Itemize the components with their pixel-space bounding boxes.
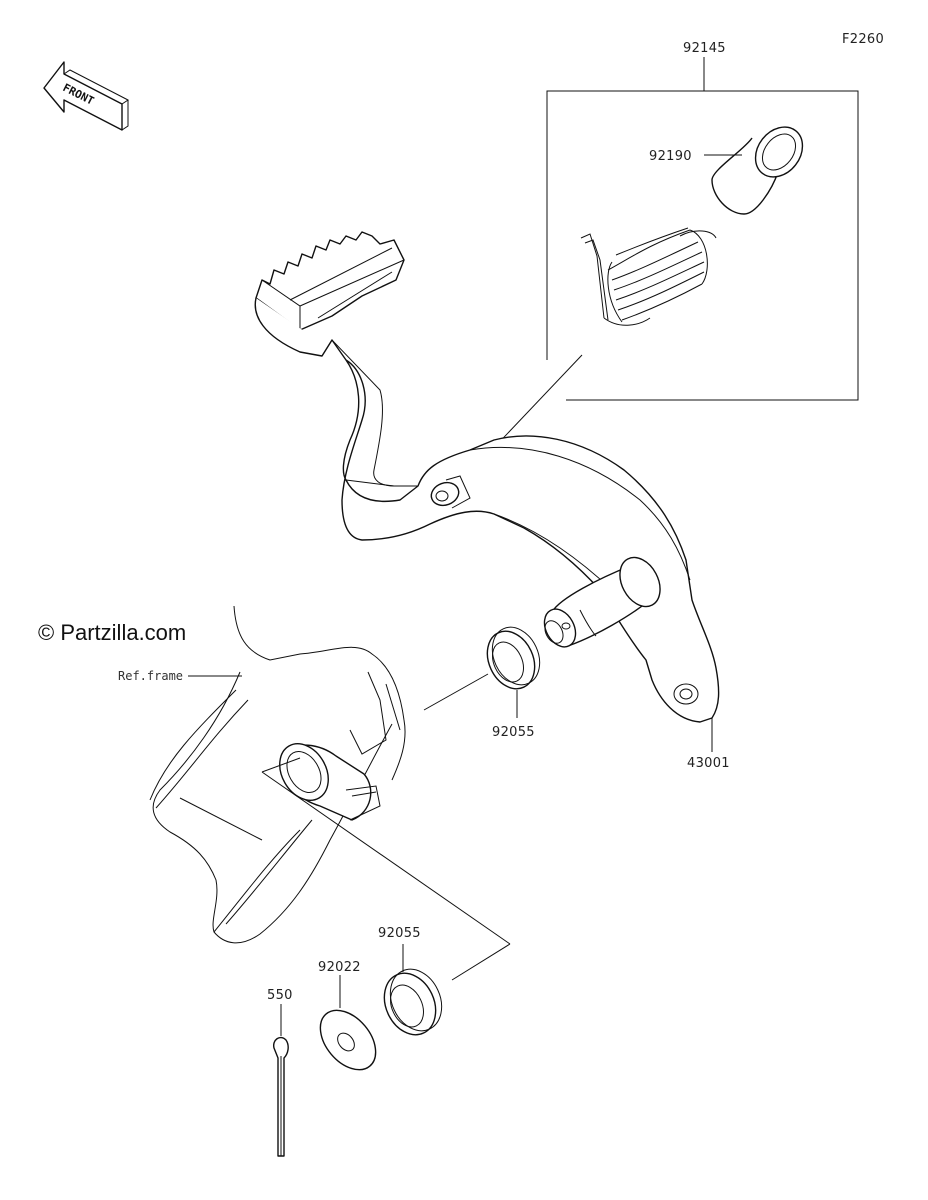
callout-92145: 92145 — [683, 41, 726, 56]
figure-code: F2260 — [842, 32, 884, 47]
callout-92190: 92190 — [649, 149, 692, 164]
reference-frame: Ref.frame — [118, 605, 511, 981]
callout-92055-upper: 92055 — [492, 725, 535, 740]
seal-92055-lower: 92055 — [378, 926, 443, 1036]
spring-kit-box: 92145 — [451, 41, 859, 493]
seal-92055-upper: 92055 — [423, 626, 541, 740]
callout-92055-lower: 92055 — [378, 926, 421, 941]
cotter-pin-550: 550 — [267, 988, 293, 1157]
washer-92022: 92022 — [318, 960, 377, 1071]
callout-550: 550 — [267, 988, 293, 1003]
front-arrow-icon: FRONT — [43, 61, 129, 131]
callout-92022: 92022 — [318, 960, 361, 975]
callout-43001: 43001 — [687, 756, 730, 771]
watermark: © Partzilla.com — [38, 620, 186, 645]
collar-92190: 92190 — [649, 126, 804, 215]
return-spring — [580, 227, 717, 326]
reference-frame-label: Ref.frame — [118, 669, 183, 683]
brake-pedal-43001: 43001 — [254, 231, 730, 771]
